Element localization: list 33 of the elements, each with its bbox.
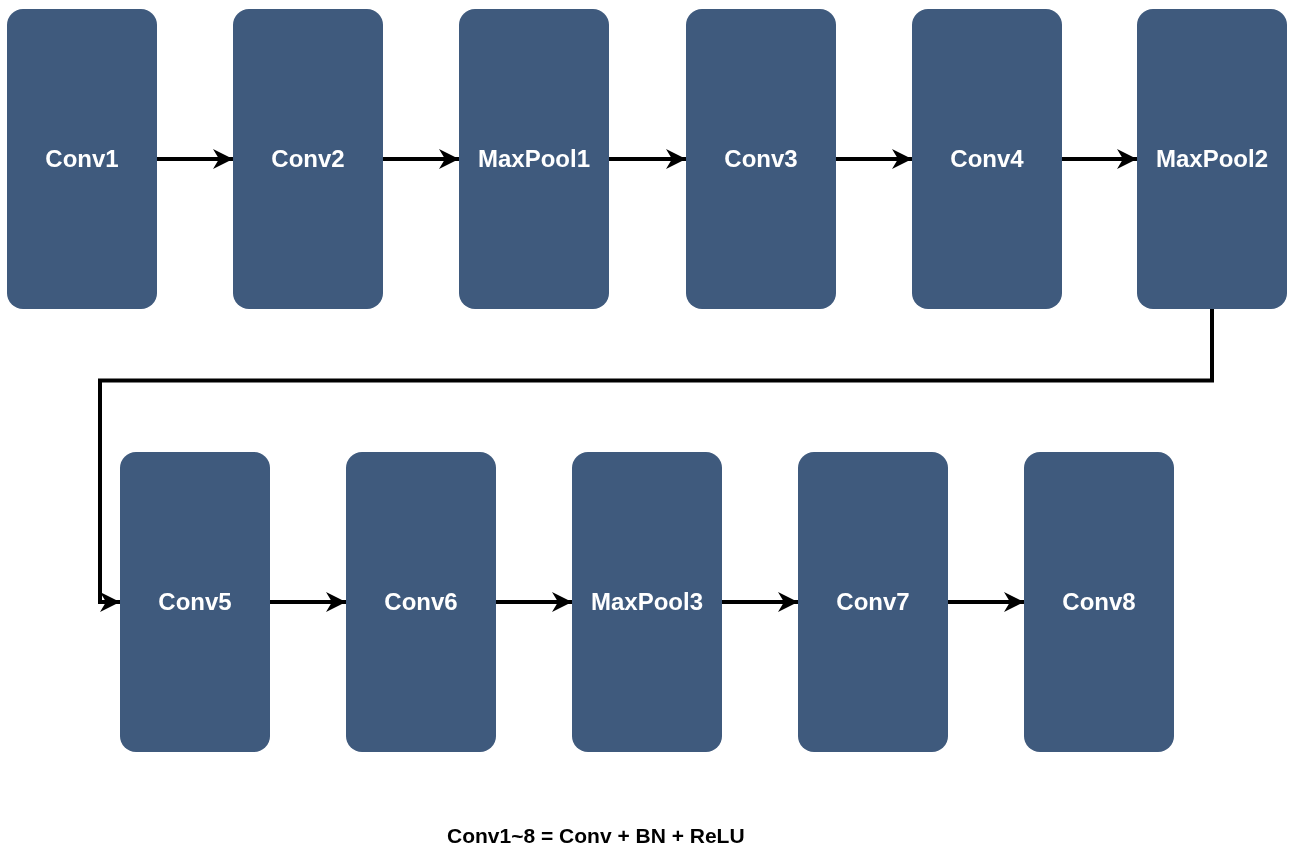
process-box [7, 9, 157, 309]
box-label: Conv1 [45, 145, 119, 173]
arrow [383, 149, 459, 169]
process-box [912, 9, 1062, 309]
box-label: Conv3 [724, 145, 798, 173]
arrow [496, 592, 572, 612]
arrow [157, 149, 233, 169]
process-box [459, 9, 609, 309]
box-label: MaxPool2 [1156, 145, 1268, 173]
arrow [948, 592, 1024, 612]
arrow [722, 592, 798, 612]
process-box [572, 452, 722, 752]
box-label: Conv8 [1062, 588, 1136, 616]
caption: Conv1~8 = Conv + BN + ReLU [447, 824, 745, 848]
process-box [120, 452, 270, 752]
arrow [609, 149, 686, 169]
process-box [1137, 9, 1287, 309]
arrow [98, 309, 1214, 612]
arrow [270, 592, 346, 612]
box-label: MaxPool3 [591, 588, 703, 616]
process-box [686, 9, 836, 309]
box-label: Conv4 [950, 145, 1024, 173]
process-box [1024, 452, 1174, 752]
process-box [233, 9, 383, 309]
process-box [346, 452, 496, 752]
process-box [798, 452, 948, 752]
box-label: MaxPool1 [478, 145, 590, 173]
box-label: Conv2 [271, 145, 345, 173]
arrow [1062, 149, 1137, 169]
box-label: Conv5 [158, 588, 232, 616]
box-label: Conv6 [384, 588, 458, 616]
arrow [836, 149, 912, 169]
box-label: Conv7 [836, 588, 910, 616]
